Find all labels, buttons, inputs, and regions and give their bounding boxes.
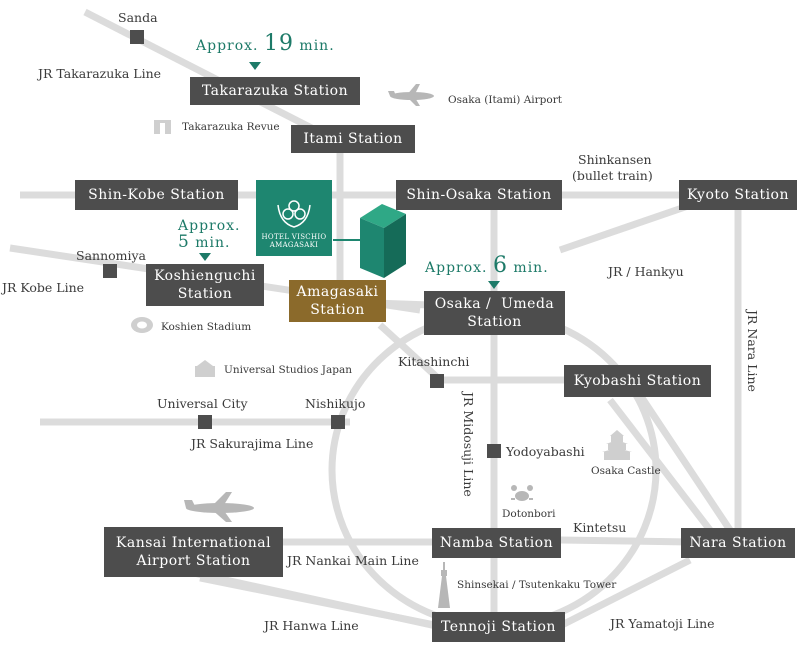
kyobashi-nara [637, 393, 733, 532]
stadium-icon [131, 317, 153, 333]
kansai-airplane-icon [184, 492, 254, 522]
jr-hankyu-label: JR / Hankyu [608, 264, 684, 279]
kobe-line-label: JR Kobe Line [2, 280, 85, 295]
osaka-castle-label: Osaka Castle [591, 465, 661, 477]
dotonbori-label: Dotonbori [502, 508, 556, 520]
koshien-stadium-label: Koshien Stadium [161, 321, 252, 333]
yamatoji-line [558, 556, 692, 630]
nankai-main-line-label: JR Nankai Main Line [287, 553, 419, 568]
hotel-cube-icon [333, 204, 406, 278]
hotel-logo-icon [277, 200, 311, 228]
itami-airport-label: Osaka (Itami) Airport [448, 94, 562, 106]
building-icon [154, 120, 171, 134]
universal-city-stop [198, 415, 212, 429]
yodoyabashi-stop [487, 444, 501, 458]
kansai-tennoji [179, 566, 437, 630]
nara-station[interactable]: Nara Station [681, 528, 795, 558]
koshienguchi-station[interactable]: Koshienguchi Station [146, 264, 264, 306]
sanda-stop [130, 30, 144, 44]
kansai-airport-station[interactable]: Kansai International Airport Station [104, 527, 283, 577]
takarazuka-revue-label: Takarazuka Revue [182, 121, 280, 133]
kitashinchi-label: Kitashinchi [398, 354, 470, 369]
amagasaki-station[interactable]: Amagasaki Station [289, 280, 386, 322]
airplane-icon [388, 84, 434, 106]
osaka-time-arrow [488, 281, 500, 289]
nishikujo-stop [331, 415, 345, 429]
osaka-umeda-station[interactable]: Osaka / Umeda Station [424, 291, 565, 335]
castle-icon [602, 430, 632, 460]
yodoyabashi-label: Yodoyabashi [506, 444, 585, 459]
midosuji-line-label: JR Midosuji Line [461, 392, 476, 497]
takarazuka-time: Approx. 19 min. [196, 31, 335, 56]
takarazuka-time-arrow [249, 62, 261, 70]
tower-icon [438, 562, 450, 608]
osaka-time: Approx. 6 min. [425, 253, 549, 278]
crab-icon [511, 485, 533, 501]
kintetsu-line [559, 536, 691, 546]
sannomiya-stop [103, 264, 117, 278]
sakurajima-line-label: JR Sakurajima Line [191, 436, 314, 451]
kyobashi-nara-2 [607, 397, 713, 533]
takarazuka-line [83, 8, 337, 144]
kitashinchi-line [377, 322, 443, 383]
koshienguchi-time: Approx. 5 min. [178, 218, 241, 252]
hanwa-line-label: JR Hanwa Line [264, 618, 359, 633]
tennoji-station[interactable]: Tennoji Station [432, 612, 565, 642]
nishikujo-label: Nishikujo [305, 396, 366, 411]
kitashinchi-stop [430, 374, 444, 388]
hotel-vischio-logo: HOTEL VISCHIO AMAGASAKI [256, 180, 332, 256]
bullet-train-label: (bullet train) [572, 168, 653, 183]
koshienguchi-time-arrow [199, 253, 211, 261]
itami-station[interactable]: Itami Station [291, 125, 415, 153]
tsutenkaku-label: Shinsekai / Tsutenkaku Tower [457, 579, 617, 591]
kintetsu-label: Kintetsu [573, 520, 627, 535]
shin-osaka-station[interactable]: Shin-Osaka Station [396, 180, 562, 210]
kyoto-station[interactable]: Kyoto Station [679, 180, 797, 210]
takarazuka-station[interactable]: Takarazuka Station [190, 77, 360, 105]
namba-station[interactable]: Namba Station [432, 528, 561, 558]
universal-city-label: Universal City [157, 396, 248, 411]
takarazuka-line-label: JR Takarazuka Line [38, 66, 162, 81]
usj-label: Universal Studios Japan [224, 364, 352, 376]
yamatoji-line-label: JR Yamatoji Line [610, 616, 715, 631]
shinkansen-label: Shinkansen [578, 152, 652, 167]
sannomiya-label: Sannomiya [76, 248, 147, 263]
usj-icon [195, 360, 215, 377]
jr-nara-line-label: JR Nara Line [745, 310, 760, 392]
kyobashi-station[interactable]: Kyobashi Station [564, 365, 711, 397]
sanda-label: Sanda [118, 10, 158, 25]
shin-kobe-station[interactable]: Shin-Kobe Station [75, 180, 238, 210]
